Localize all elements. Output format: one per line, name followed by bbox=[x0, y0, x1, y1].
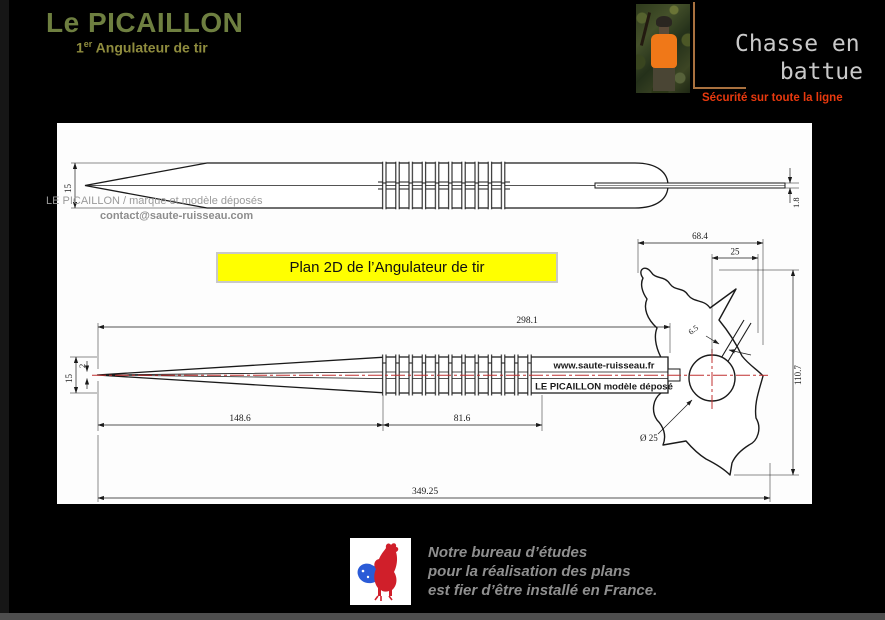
technical-drawing: www.saute-ruisseau.fr LE PICAILLON modèl… bbox=[63, 161, 803, 502]
watermark-trademark: LE PICAILLON / marque et modèle déposés bbox=[46, 195, 263, 207]
footer-line1: Notre bureau d’études bbox=[428, 544, 588, 561]
dim-head-width: 68.4 bbox=[692, 231, 708, 241]
dim-overall-length: 349.25 bbox=[412, 487, 438, 497]
brand-tagline: Sécurité sur toute la ligne bbox=[702, 92, 843, 104]
centerlines bbox=[92, 349, 768, 410]
brand-line2: battue bbox=[779, 59, 863, 85]
dim-hole-diameter: Ø 25 bbox=[640, 433, 658, 443]
brand-wordmark: Chasse en battue bbox=[735, 30, 863, 86]
footer-text: Notre bureau d’études pour la réalisatio… bbox=[428, 543, 657, 600]
dim-head-height: 110.7 bbox=[793, 365, 803, 385]
dim-height-bottom-view: 15 bbox=[64, 374, 74, 384]
hunter-legs bbox=[653, 67, 675, 91]
page-subtitle: 1er Angulateur de tir bbox=[76, 39, 208, 56]
left-edge-strip bbox=[0, 0, 9, 613]
model-label: LE PICAILLON modèle déposé bbox=[535, 382, 673, 393]
dim-head-offset: 25 bbox=[731, 247, 741, 257]
dimensions bbox=[70, 162, 799, 502]
rib-slots-top-view bbox=[378, 161, 510, 210]
dim-rib-length: 81.6 bbox=[454, 414, 471, 424]
dim-taper-length: 148.6 bbox=[229, 414, 251, 424]
dim-tip-width: 2 bbox=[77, 364, 87, 368]
footer-line2: pour la réalisation des plans bbox=[428, 563, 631, 580]
top-view bbox=[84, 161, 786, 210]
bottom-gray-strip bbox=[0, 613, 885, 620]
head-plate-outline bbox=[640, 267, 764, 476]
plan-title-banner: Plan 2D de l’Angulateur de tir bbox=[216, 252, 558, 283]
subtitle-rest: Angulateur de tir bbox=[92, 39, 208, 56]
contact-email: contact@saute-ruisseau.com bbox=[100, 210, 254, 222]
dim-thin-blade: 1.8 bbox=[791, 197, 801, 208]
website-label: www.saute-ruisseau.fr bbox=[552, 361, 654, 372]
hunter-hat bbox=[656, 16, 672, 27]
dim-height-top-view: 15 bbox=[63, 184, 73, 194]
accent-line-horizontal bbox=[693, 87, 746, 89]
french-rooster-icon bbox=[357, 543, 399, 601]
accent-line-vertical bbox=[693, 2, 695, 88]
subtitle-number: 1 bbox=[76, 39, 84, 56]
page-title: Le PICAILLON bbox=[46, 7, 244, 38]
plan-sheet: www.saute-ruisseau.fr LE PICAILLON modèl… bbox=[57, 123, 812, 504]
hunter-head bbox=[659, 25, 669, 34]
subtitle-sup: er bbox=[83, 39, 93, 49]
orange-vest bbox=[651, 34, 677, 68]
bottom-view bbox=[96, 354, 681, 396]
dim-blade-length: 298.1 bbox=[516, 316, 538, 326]
made-in-france-logo bbox=[350, 538, 411, 605]
hunter-photo bbox=[636, 4, 690, 93]
footer-line3: est fier d’être installé en France. bbox=[428, 582, 658, 599]
brand-line1: Chasse en bbox=[735, 31, 860, 57]
